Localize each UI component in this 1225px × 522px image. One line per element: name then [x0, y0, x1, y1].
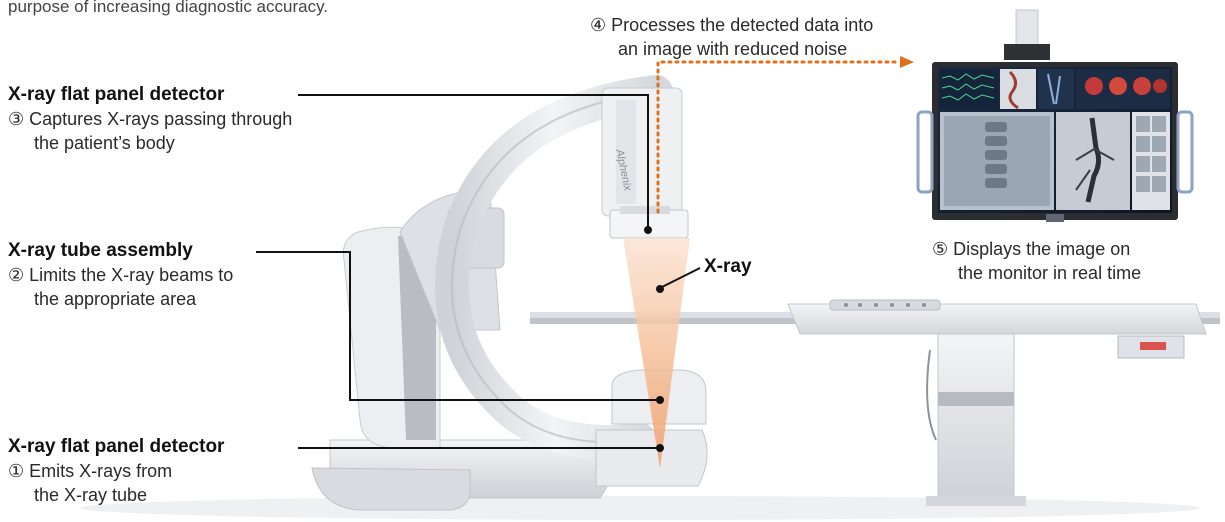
detector-top-title: X-ray flat panel detector [8, 84, 224, 106]
tube-desc-2: the appropriate area [34, 288, 196, 310]
tube-desc-1: ② Limits the X-ray beams to [8, 264, 233, 286]
dot-detector-top [644, 226, 652, 234]
dot-xray [656, 285, 664, 293]
detector-top-desc-2: the patient’s body [34, 132, 175, 154]
processing-desc-1: ④ Processes the detected data into [590, 14, 873, 36]
display-desc-1: ⑤ Displays the image on [932, 238, 1130, 260]
monitor-mount-bracket [1004, 44, 1050, 60]
arrow-head-icon [900, 56, 914, 68]
monitor-ceiling-pole [1016, 10, 1038, 48]
display-monitor [918, 62, 1192, 222]
detector-bottom-desc-1: ① Emits X-rays from [8, 460, 172, 482]
tube-title: X-ray tube assembly [8, 240, 193, 262]
detector-bottom-desc-2: the X-ray tube [34, 484, 147, 506]
dot-tube [656, 396, 664, 404]
xray-label: X-ray [704, 256, 752, 278]
dot-detector-bottom [656, 444, 664, 452]
display-desc-2: the monitor in real time [958, 262, 1141, 284]
processing-path [658, 56, 914, 212]
processing-desc-2: an image with reduced noise [618, 38, 847, 60]
detector-top-desc-1: ③ Captures X-rays passing through [8, 108, 292, 130]
detector-bottom-title: X-ray flat panel detector [8, 436, 224, 458]
floor-shadow [80, 496, 1200, 520]
